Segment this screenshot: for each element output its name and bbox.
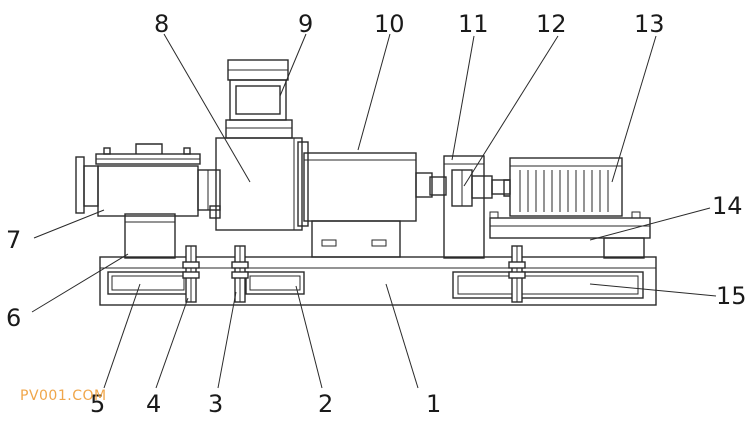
callout-8: 8: [154, 10, 169, 38]
clamp-left: [182, 245, 200, 303]
support-column: [124, 213, 176, 259]
coupling: [429, 169, 511, 207]
callout-9: 9: [298, 10, 313, 38]
pump-body: [209, 137, 309, 231]
callout-4: 4: [146, 390, 161, 418]
callout-2: 2: [318, 390, 333, 418]
callout-10: 10: [374, 10, 405, 38]
callout-12: 12: [536, 10, 567, 38]
callout-7: 7: [6, 226, 21, 254]
callout-15: 15: [716, 282, 747, 310]
callout-11: 11: [458, 10, 489, 38]
callout-1: 1: [426, 390, 441, 418]
callout-5: 5: [90, 390, 105, 418]
callout-labels: 1 2 3 4 5 6 7 8 9 10 11 12 13 14 15: [6, 10, 747, 418]
motor-base-plate: [489, 217, 651, 259]
inlet-housing: [75, 143, 221, 217]
clamp-middle: [231, 245, 249, 303]
top-valve: [225, 59, 293, 139]
callout-13: 13: [634, 10, 665, 38]
callout-3: 3: [208, 390, 223, 418]
bearing-housing: [303, 152, 433, 258]
callout-14: 14: [712, 192, 743, 220]
watermark: PV001.COM: [20, 388, 107, 404]
clamp-right: [508, 245, 526, 303]
callout-6: 6: [6, 304, 21, 332]
motor: [489, 157, 641, 219]
leader-lines: [31, 33, 717, 389]
